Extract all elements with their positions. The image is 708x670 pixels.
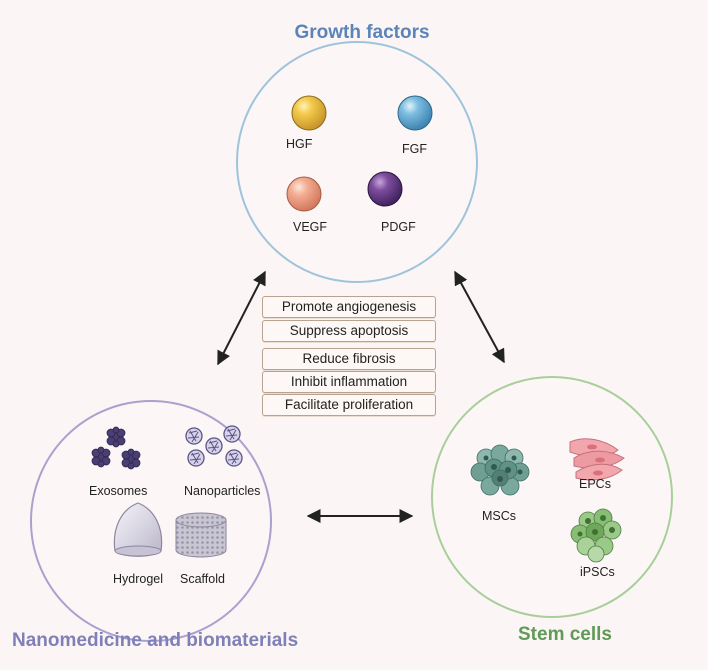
stem-cells-circle — [431, 376, 673, 618]
nanomedicine-title: Nanomedicine and biomaterials — [12, 630, 299, 651]
scaffold-label: Scaffold — [180, 572, 225, 586]
fgf-sphere-icon — [397, 95, 433, 131]
effect-inhibit-inflammation: Inhibit inflammation — [262, 371, 436, 393]
hydrogel-icon — [113, 502, 163, 557]
effect-facilitate-proliferation: Facilitate proliferation — [262, 394, 436, 416]
hgf-sphere-icon — [291, 95, 327, 131]
vegf-sphere-icon — [286, 176, 322, 212]
effect-suppress-apoptosis: Suppress apoptosis — [262, 320, 436, 342]
mscs-icon — [470, 444, 530, 496]
ipscs-label: iPSCs — [580, 565, 615, 579]
hgf-label: HGF — [286, 137, 313, 151]
vegf-label: VEGF — [293, 220, 328, 234]
ipscs-icon — [570, 508, 622, 563]
exosomes-label: Exosomes — [89, 484, 148, 498]
growth-factors-circle — [236, 41, 478, 283]
pdgf-label: PDGF — [381, 220, 416, 234]
nanoparticles-icon — [185, 425, 243, 467]
arrow-growth-nano — [217, 270, 266, 366]
exosomes-icon — [91, 426, 141, 470]
fgf-label: FGF — [402, 142, 427, 156]
scaffold-icon — [175, 512, 227, 558]
hydrogel-label: Hydrogel — [113, 572, 164, 586]
effect-promote-angiogenesis: Promote angiogenesis — [262, 296, 436, 318]
epcs-label: EPCs — [579, 477, 611, 491]
epcs-icon — [569, 438, 625, 481]
pdgf-sphere-icon — [367, 171, 403, 207]
nanoparticles-label: Nanoparticles — [184, 484, 261, 498]
arrow-growth-stem — [454, 270, 505, 364]
mscs-label: MSCs — [482, 509, 517, 523]
effect-reduce-fibrosis: Reduce fibrosis — [262, 348, 436, 370]
stem-cells-title: Stem cells — [518, 624, 612, 645]
growth-factors-title: Growth factors — [294, 22, 430, 43]
